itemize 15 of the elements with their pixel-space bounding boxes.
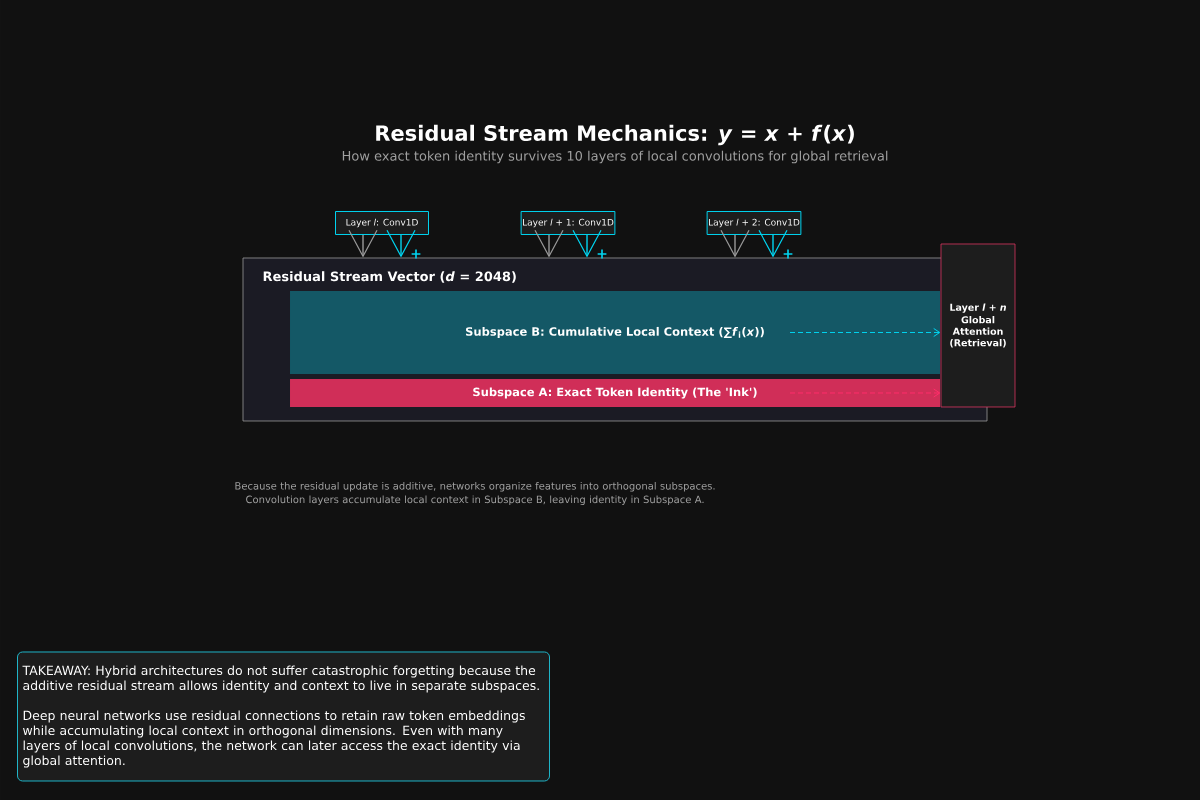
caption: Because the residual update is additive, networks organize features into orthogonal subspaces. Convolution layers accumulate local context in Subspace B, leaving identity in Subspace A. — [235, 481, 715, 506]
arrow — [789, 388, 941, 398]
edge-label: + — [783, 249, 793, 259]
subspace-band: Subspace B: Cumulative Local Context (∑f$_{i}$(x)) — [290, 291, 940, 374]
layer-box: Layer l + 1: Conv1D — [520, 211, 616, 235]
subspace-band: Subspace A: Exact Token Identity (The 'Ink') — [290, 379, 940, 407]
takeaway-box: TAKEAWAY: Hybrid architectures do not suffer catastrophic forgetting because the additive residual stream allows identity and context to live in separate subspaces. Deep neural networks use residual connections to retain raw token embeddings while accumulating local context in orthogonal dimensions. Even with many layers of local convolutions, the network can later access the exact identity via global attention. — [17, 651, 550, 782]
subtitle: How exact token identity survives 10 layers of local convolutions for global retrieval — [342, 150, 888, 164]
edge-label: + — [597, 249, 607, 259]
attention-box: Layer l + n Global Attention (Retrieval) — [940, 243, 1016, 408]
title: Residual Stream Mechanics: y = x + f(x) — [376, 124, 854, 146]
layer-box: Layer l: Conv1D — [335, 211, 429, 235]
layer-box: Layer l + 2: Conv1D — [706, 211, 802, 235]
edge-label: + — [411, 249, 421, 259]
arrow — [789, 328, 941, 337]
